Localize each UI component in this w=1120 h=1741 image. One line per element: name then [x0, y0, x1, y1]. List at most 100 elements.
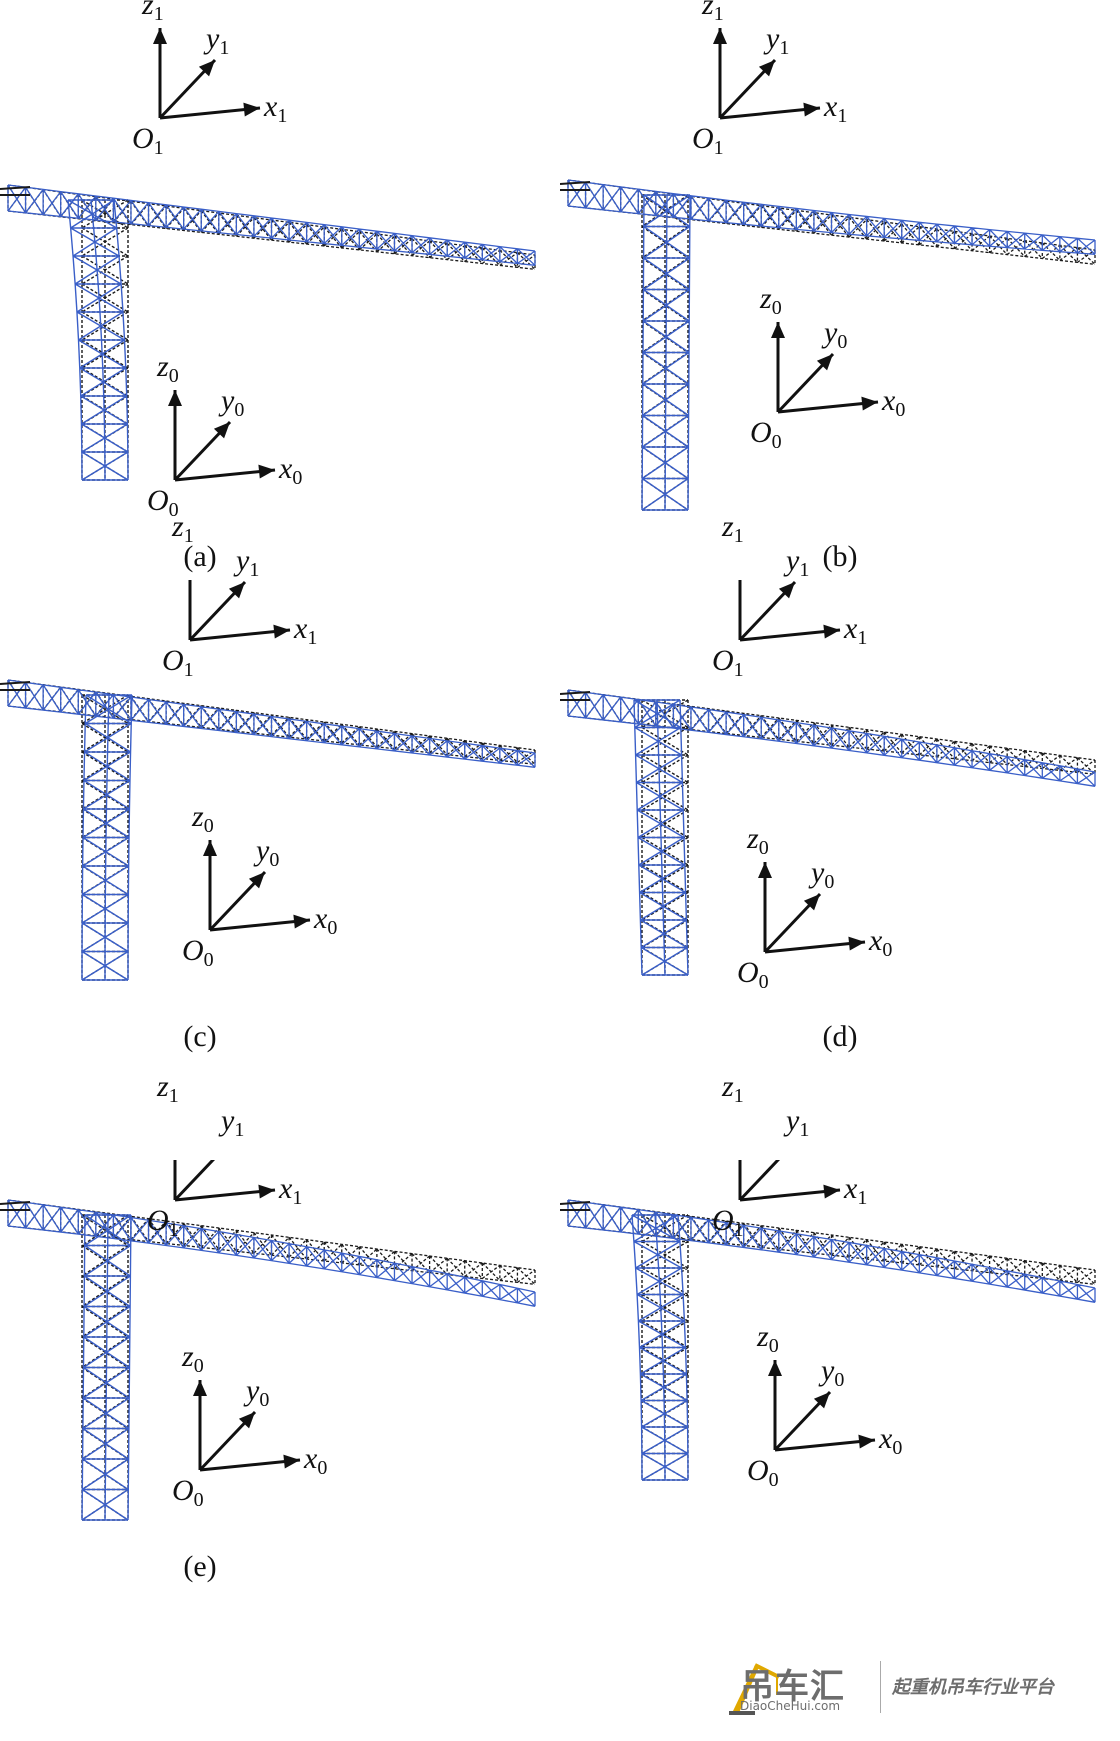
base-frame-z-label: z0: [157, 350, 179, 387]
base-frame-y-arrow-head: [238, 1412, 255, 1429]
base-frame-origin-label: O0: [182, 934, 214, 971]
jib-truss: [7, 1199, 536, 1307]
top-frame-x-arrow: [739, 628, 841, 642]
caption-e: (e): [183, 1550, 217, 1583]
base-frame-axes: [771, 322, 879, 414]
base-frame-x-arrow: [777, 400, 879, 414]
top-frame-z-arrow-head: [713, 28, 727, 44]
caption-a: (a): [183, 540, 217, 573]
base-frame-x-arrow: [764, 940, 866, 954]
base-frame-y-label: y0: [811, 856, 835, 893]
base-frame-axes: [203, 840, 311, 932]
top-frame-z-label: z1: [142, 0, 164, 25]
top-frame-axes: [738, 1160, 841, 1202]
jib-truss: [7, 184, 536, 266]
base-frame-y-arrow-head: [248, 872, 265, 889]
top-frame-z-label: z1: [702, 0, 724, 25]
watermark-site: DiaoCheHui.com: [740, 1699, 841, 1713]
top-frame-z-label: z1: [722, 1070, 744, 1107]
base-frame-x-arrow: [199, 1458, 301, 1472]
caption-c: (c): [183, 1020, 217, 1053]
top-frame-x-arrow-head: [243, 102, 260, 117]
top-frame-z-label: z1: [722, 510, 744, 547]
base-frame-y-label: y0: [246, 1374, 270, 1411]
top-frame-axes: [738, 580, 841, 642]
base-frame-origin-label: O0: [147, 484, 179, 521]
top-frame-axes: [173, 1160, 276, 1202]
top-frame-x-arrow-head: [803, 102, 820, 117]
counter-jib: [0, 1201, 31, 1211]
base-frame-x-label: x0: [304, 1442, 328, 1479]
top-frame-x-arrow-head: [258, 1184, 275, 1199]
base-frame-y-arrow-head: [816, 354, 833, 371]
top-frame-axes: [188, 580, 291, 642]
base-frame-x-arrow: [774, 1438, 876, 1452]
base-frame-y-label: y0: [256, 834, 280, 871]
base-frame-x-label: x0: [314, 902, 338, 939]
top-frame-y-arrow-head: [198, 60, 215, 77]
base-frame-axes: [193, 1380, 301, 1472]
top-frame-y-arrow-head: [778, 582, 795, 599]
tower-truss: [633, 699, 689, 976]
caption-b: (b): [822, 540, 858, 573]
base-frame-x-arrow-head: [293, 914, 310, 929]
base-frame-z-label: z0: [760, 282, 782, 319]
top-frame-x-label: x1: [824, 90, 848, 127]
top-frame-y-label: y1: [206, 22, 230, 59]
base-frame-x-label: x0: [869, 924, 893, 961]
tower-truss: [631, 1214, 689, 1481]
base-frame-z-arrow-head: [168, 390, 182, 406]
top-frame-y-label: y1: [786, 544, 810, 581]
base-frame-y-arrow-head: [213, 422, 230, 439]
top-frame-x-arrow-head: [823, 1184, 840, 1199]
top-frame-z-arrow-head: [153, 28, 167, 44]
top-frame-x-label: x1: [294, 612, 318, 649]
base-frame-origin-label: O0: [750, 416, 782, 453]
top-frame-x-arrow: [189, 628, 291, 642]
caption-d: (d): [822, 1020, 858, 1053]
base-frame-y-label: y0: [221, 384, 245, 421]
base-frame-origin-label: O0: [747, 1454, 779, 1491]
base-frame-origin-label: O0: [737, 956, 769, 993]
top-frame-axes: [153, 28, 261, 120]
top-frame-x-label: x1: [844, 1172, 868, 1209]
top-frame-y-label: y1: [236, 544, 260, 581]
watermark: 吊车汇 DiaoCheHui.com 起重机吊车行业平台: [680, 1655, 1060, 1719]
base-frame-z-label: z0: [182, 1340, 204, 1377]
crane-drawing-a: [0, 28, 536, 482]
base-frame-y-label: y0: [824, 316, 848, 353]
top-frame-x-label: x1: [844, 612, 868, 649]
top-frame-x-arrow-head: [823, 624, 840, 639]
base-frame-x-arrow-head: [858, 1434, 875, 1449]
base-frame-z-arrow-head: [193, 1380, 207, 1396]
top-frame-y-arrow-head: [758, 60, 775, 77]
base-frame-x-arrow-head: [861, 396, 878, 411]
crane-logo-icon: [729, 1663, 780, 1715]
counter-jib: [560, 691, 591, 701]
base-frame-axes: [768, 1360, 876, 1452]
top-frame-origin-label: O1: [692, 122, 724, 159]
crane-drawing-d: [560, 580, 1096, 976]
top-frame-y-arrow: [173, 1160, 215, 1202]
top-frame-x-arrow: [174, 1188, 276, 1202]
base-frame-axes: [168, 390, 276, 482]
base-frame-x-label: x0: [882, 384, 906, 421]
top-frame-y-label: y1: [221, 1104, 245, 1141]
base-frame-z-arrow-head: [771, 322, 785, 338]
base-frame-y-arrow-head: [803, 894, 820, 911]
base-frame-x-arrow-head: [258, 464, 275, 479]
top-frame-origin-label: O1: [162, 644, 194, 681]
top-frame-z-label: z1: [157, 1070, 179, 1107]
base-frame-z-arrow-head: [758, 862, 772, 878]
top-frame-z-label: z1: [172, 510, 194, 547]
top-frame-x-label: x1: [264, 90, 288, 127]
base-frame-x-arrow: [209, 918, 311, 932]
base-frame-axes: [758, 862, 866, 954]
top-frame-y-label: y1: [786, 1104, 810, 1141]
crane-drawing-e: [0, 1160, 536, 1521]
top-frame-y-arrow-head: [228, 582, 245, 599]
